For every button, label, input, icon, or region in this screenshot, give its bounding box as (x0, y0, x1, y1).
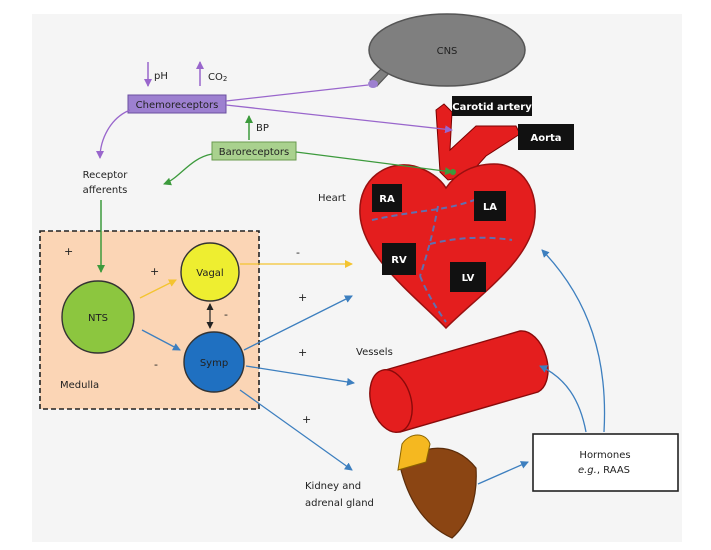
kidney-node (397, 434, 477, 539)
bp-label: BP (256, 123, 269, 134)
kidney-label-line1: Kidney and (305, 481, 361, 492)
medulla-plus-sign: + (64, 245, 73, 258)
symp-kidney-arrow (239, 389, 353, 471)
medulla-label: Medulla (60, 380, 99, 391)
vessel-node (369, 330, 549, 433)
vagal-node (180, 242, 240, 302)
nts-vagal-plus-sign: + (150, 265, 159, 278)
nts-vagal-arrow (139, 279, 177, 299)
hormones-raas: , RAAS (597, 465, 630, 476)
heart-label: Heart (318, 193, 346, 204)
chemo-afferent-arrow (96, 109, 131, 159)
vagal-heart-minus-sign: - (296, 246, 300, 259)
ph-label: pH (154, 71, 168, 82)
receptor-afferents-line2: afferents (83, 185, 128, 196)
vagal-label: Vagal (196, 268, 223, 279)
hormones-label-line2: e.g., RAAS (578, 465, 630, 476)
symp-label: Symp (200, 358, 228, 369)
hormones-eg: e.g. (578, 465, 597, 476)
symp-heart-arrow (243, 295, 353, 351)
rv-box (382, 243, 416, 275)
chemo-carotid-arrow (225, 104, 453, 134)
baro-dot (450, 169, 456, 175)
baroreceptors-box (211, 141, 297, 161)
lv-label: LV (462, 273, 475, 284)
symp-kidney-plus-sign: + (302, 413, 311, 426)
hormones-vessels-arrow (539, 365, 587, 433)
cns-node: CNS (368, 13, 526, 88)
rv-label: RV (391, 255, 407, 266)
symp-vessels-plus-sign: + (298, 346, 307, 359)
aorta-box (518, 124, 574, 150)
chemoreceptors-label: Chemoreceptors (136, 100, 219, 111)
chemo-cns-link (225, 84, 369, 102)
carotid-artery-box (452, 96, 532, 116)
baroreceptors-label: Baroreceptors (219, 147, 289, 158)
aorta-label: Aorta (530, 133, 561, 144)
carotid-artery-label: Carotid artery (452, 102, 532, 113)
la-box (474, 191, 506, 221)
kidney-label-line2: adrenal gland (305, 498, 374, 509)
vagal-symp-minus-sign: - (224, 308, 228, 321)
symp-heart-plus-sign: + (298, 291, 307, 304)
ra-label: RA (379, 194, 395, 205)
lv-box (450, 262, 486, 292)
ra-box (372, 184, 402, 212)
vessels-label: Vessels (356, 347, 393, 358)
kidney-hormones-arrow (477, 461, 529, 485)
co2-label: CO2 (208, 72, 227, 83)
cns-label: CNS (437, 46, 458, 57)
la-label: LA (483, 202, 497, 213)
symp-node (183, 331, 245, 393)
nts-label: NTS (88, 313, 108, 324)
hormones-box (532, 433, 679, 492)
receptor-afferents-line1: Receptor (83, 170, 129, 181)
hormones-label-line1: Hormones (579, 450, 630, 461)
chemoreceptors-box (127, 94, 227, 114)
hormones-heart-arrow (541, 249, 606, 433)
baro-carotid-arrow (295, 151, 453, 176)
baro-afferent-arrow (163, 153, 213, 186)
symp-vessels-arrow (245, 365, 355, 386)
nts-symp-minus-sign: - (154, 358, 158, 371)
nts-symp-arrow (141, 329, 181, 351)
nts-node (61, 280, 135, 354)
